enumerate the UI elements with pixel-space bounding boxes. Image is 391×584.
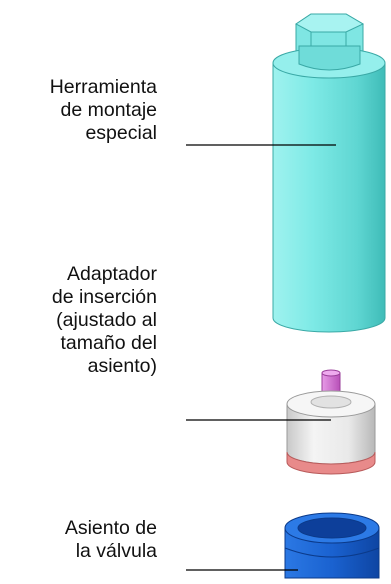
label-seat-line-2: la válvula: [75, 540, 157, 562]
label-adapter-line-2: de inserción: [51, 286, 157, 308]
adapter-seal-band: [286, 451, 376, 475]
seat-bore: [297, 517, 367, 539]
label-tool-line-2: de montaje: [60, 99, 157, 121]
label-insertion-adapter: Adaptador de inserción (ajustado al tama…: [52, 263, 157, 378]
label-tool-line-1: Herramienta: [49, 76, 157, 98]
label-adapter-line-3: (ajustado al: [56, 309, 157, 331]
mounting-tool: [272, 13, 386, 333]
label-adapter-line-1: Adaptador: [67, 263, 157, 285]
insertion-adapter: [286, 369, 376, 475]
label-adapter-line-5: asiento): [87, 355, 157, 377]
label-adapter-line-4: tamaño del: [60, 332, 157, 354]
valve-seat: [284, 512, 380, 579]
label-seat-line-1: Asiento de: [64, 517, 157, 539]
label-tool-line-3: especial: [85, 122, 157, 144]
label-valve-seat: Asiento de la válvula: [65, 517, 157, 563]
label-special-mounting-tool: Herramienta de montaje especial: [50, 76, 157, 145]
tool-cylinder-body: [272, 62, 386, 333]
